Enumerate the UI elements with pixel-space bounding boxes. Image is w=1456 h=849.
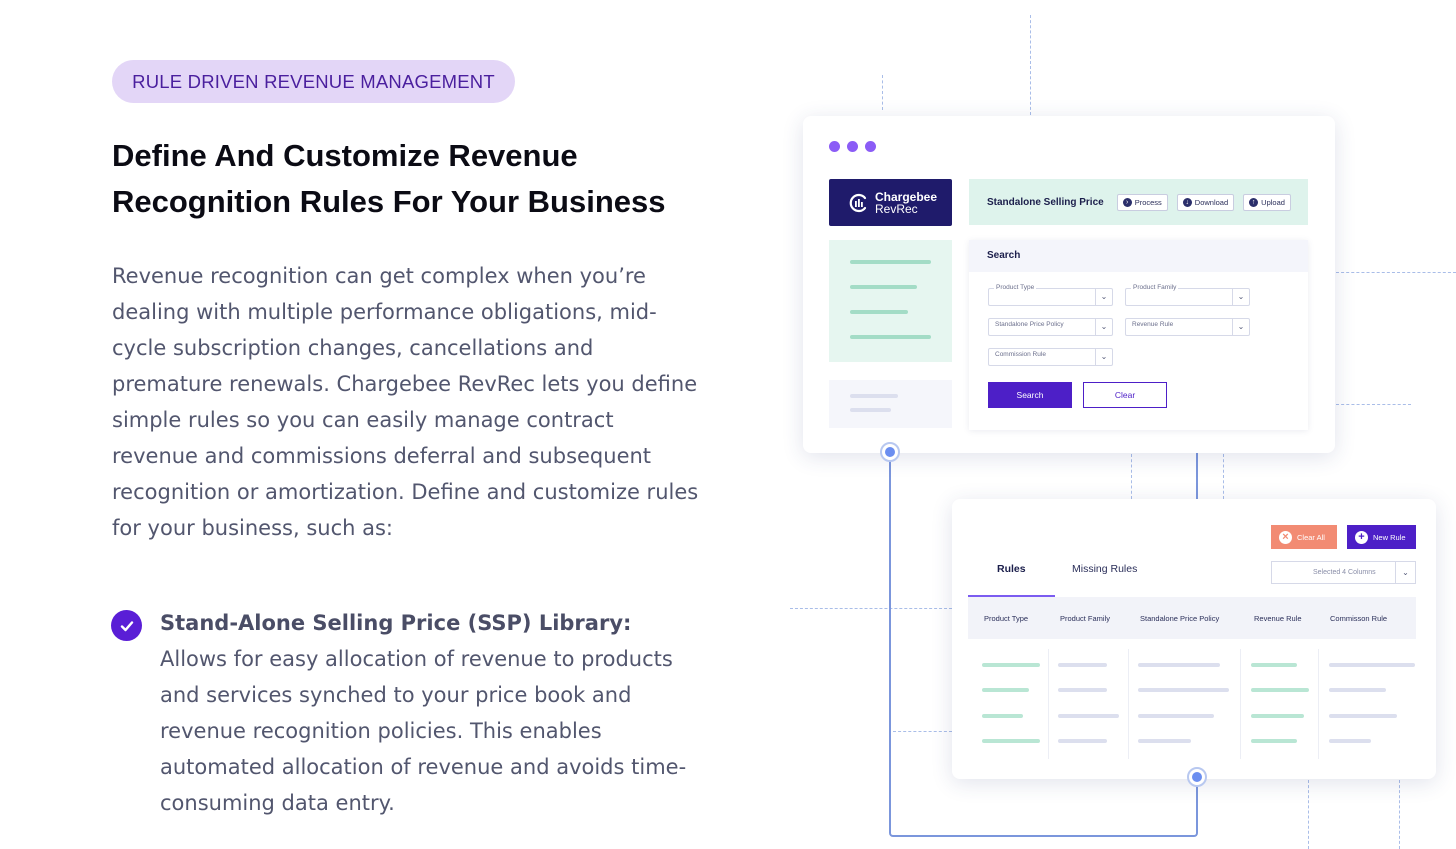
window-dot xyxy=(847,141,858,152)
window-dots xyxy=(829,141,876,152)
download-icon: ↓ xyxy=(1182,197,1192,207)
column-header[interactable]: Product Type xyxy=(984,614,1029,623)
guide-line xyxy=(1030,15,1031,115)
column-header[interactable]: Commisson Rule xyxy=(1330,614,1388,623)
chevron-down-icon: ⌄ xyxy=(1095,289,1112,305)
product-type-select[interactable]: Product Type⌄ xyxy=(988,284,1113,306)
connector-node xyxy=(880,442,900,462)
sidebar-item[interactable] xyxy=(850,260,931,264)
column-divider xyxy=(1128,649,1129,759)
column-header[interactable]: Standalone Price Policy xyxy=(1140,614,1220,623)
upload-icon: ↑ xyxy=(1249,197,1259,207)
guide-line xyxy=(790,608,952,609)
close-icon: × xyxy=(1279,530,1292,544)
new-rule-button[interactable]: +New Rule xyxy=(1347,525,1416,549)
ssp-toolbar: Standalone Selling Price ›Process ↓Downl… xyxy=(969,179,1308,225)
sidebar-placeholder xyxy=(850,394,898,398)
rules-window: ×Clear All +New Rule Rules Missing Rules… xyxy=(952,499,1436,779)
guide-line xyxy=(1336,404,1411,405)
search-heading: Search xyxy=(969,240,1308,272)
guide-line xyxy=(1336,272,1456,273)
chevron-down-icon: ⌄ xyxy=(1232,289,1249,305)
logo-line2: RevRec xyxy=(875,201,918,216)
sidebar-secondary xyxy=(829,380,952,428)
tab-missing-rules[interactable]: Missing Rules xyxy=(1072,563,1138,575)
column-divider xyxy=(1318,649,1319,759)
column-header[interactable]: Product Family xyxy=(1060,614,1111,623)
clear-button[interactable]: Clear xyxy=(1083,382,1167,408)
guide-line xyxy=(1131,454,1132,499)
connector-node xyxy=(1187,767,1207,787)
search-button[interactable]: Search xyxy=(988,382,1072,408)
standalone-price-policy-select[interactable]: Standalone Price Policy⌄ xyxy=(988,318,1113,336)
feature-title: Stand-Alone Selling Price (SSP) Library: xyxy=(160,611,632,635)
column-header[interactable]: Revenue Rule xyxy=(1254,614,1302,623)
feature-item: Stand-Alone Selling Price (SSP) Library:… xyxy=(160,605,705,821)
commission-rule-select[interactable]: Commission Rule⌄ xyxy=(988,348,1113,366)
logo-line1: Chargebee xyxy=(875,189,938,204)
chargebee-logo-icon xyxy=(849,193,867,212)
feature-text: Allows for easy allocation of revenue to… xyxy=(160,647,687,815)
product-family-select[interactable]: Product Family⌄ xyxy=(1125,284,1250,306)
sidebar-item[interactable] xyxy=(850,310,908,314)
process-button[interactable]: ›Process xyxy=(1116,193,1168,211)
tab-rules[interactable]: Rules xyxy=(997,563,1026,575)
chevron-down-icon: ⌄ xyxy=(1232,319,1249,335)
clear-all-button[interactable]: ×Clear All xyxy=(1271,525,1337,549)
sidebar-placeholder xyxy=(850,408,891,412)
guide-line xyxy=(1399,780,1400,849)
eyebrow-badge: RULE DRIVEN REVENUE MANAGEMENT xyxy=(112,60,515,103)
sidebar-item[interactable] xyxy=(850,285,917,289)
chevron-down-icon: ⌄ xyxy=(1395,562,1415,583)
page-title: Define And Customize Revenue Recognition… xyxy=(112,138,666,219)
guide-line xyxy=(893,731,952,732)
sidebar-nav xyxy=(829,240,952,362)
columns-select[interactable]: Selected 4 Columns⌄ xyxy=(1271,561,1416,584)
column-divider xyxy=(1240,649,1241,759)
check-circle-icon xyxy=(111,610,142,641)
sidebar-item[interactable] xyxy=(850,335,931,339)
toolbar-title: Standalone Selling Price xyxy=(987,196,1104,208)
chevron-down-icon: ⌄ xyxy=(1095,319,1112,335)
arrow-right-icon: › xyxy=(1122,197,1132,207)
active-tab-indicator xyxy=(968,595,1055,597)
download-button[interactable]: ↓Download xyxy=(1176,193,1235,211)
column-divider xyxy=(1048,649,1049,759)
upload-button[interactable]: ↑Upload xyxy=(1243,193,1291,211)
intro-paragraph: Revenue recognition can get complex when… xyxy=(112,264,699,540)
plus-icon: + xyxy=(1355,530,1368,544)
revenue-rule-select[interactable]: Revenue Rule⌄ xyxy=(1125,318,1250,336)
guide-line xyxy=(882,75,883,110)
window-dot xyxy=(865,141,876,152)
table-header: Product Type Product Family Standalone P… xyxy=(968,597,1416,639)
window-dot xyxy=(829,141,840,152)
guide-line xyxy=(1223,454,1224,499)
search-panel: Search Product Type⌄ Product Family⌄ Sta… xyxy=(969,240,1308,430)
chevron-down-icon: ⌄ xyxy=(1095,349,1112,365)
guide-line xyxy=(1308,780,1309,849)
